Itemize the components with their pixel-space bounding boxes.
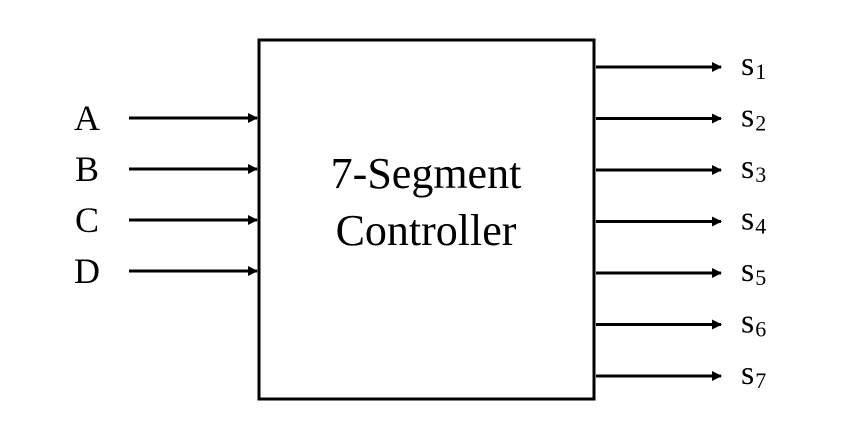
output-label-subscript: 6	[755, 317, 766, 342]
output-label-s6: s6	[741, 304, 766, 342]
output-label-s5: s5	[741, 252, 766, 290]
controller-block	[257, 38, 596, 401]
output-label-base: s	[741, 201, 754, 238]
output-label-base: s	[741, 98, 754, 135]
output-label-s1: s1	[741, 46, 766, 84]
output-label-base: s	[741, 304, 754, 341]
output-label-s3: s3	[741, 149, 766, 187]
output-label-subscript: 2	[755, 111, 766, 136]
output-label-s4: s4	[741, 201, 766, 239]
output-label-base: s	[741, 149, 754, 186]
output-label-subscript: 1	[755, 59, 766, 84]
output-label-subscript: 7	[755, 368, 766, 393]
block-title-line1: 7-Segment	[331, 149, 522, 198]
input-label-a: A	[74, 98, 100, 138]
output-label-subscript: 4	[755, 214, 766, 239]
block-title-line2: Controller	[336, 206, 517, 255]
output-label-subscript: 3	[755, 162, 766, 187]
output-label-base: s	[741, 46, 754, 83]
input-label-d: D	[74, 251, 100, 291]
output-label-s2: s2	[741, 98, 766, 136]
output-label-s7: s7	[741, 355, 766, 393]
input-label-b: B	[75, 149, 99, 189]
output-label-subscript: 5	[755, 265, 766, 290]
output-label-base: s	[741, 355, 754, 392]
output-label-base: s	[741, 252, 754, 289]
input-label-c: C	[75, 200, 99, 240]
